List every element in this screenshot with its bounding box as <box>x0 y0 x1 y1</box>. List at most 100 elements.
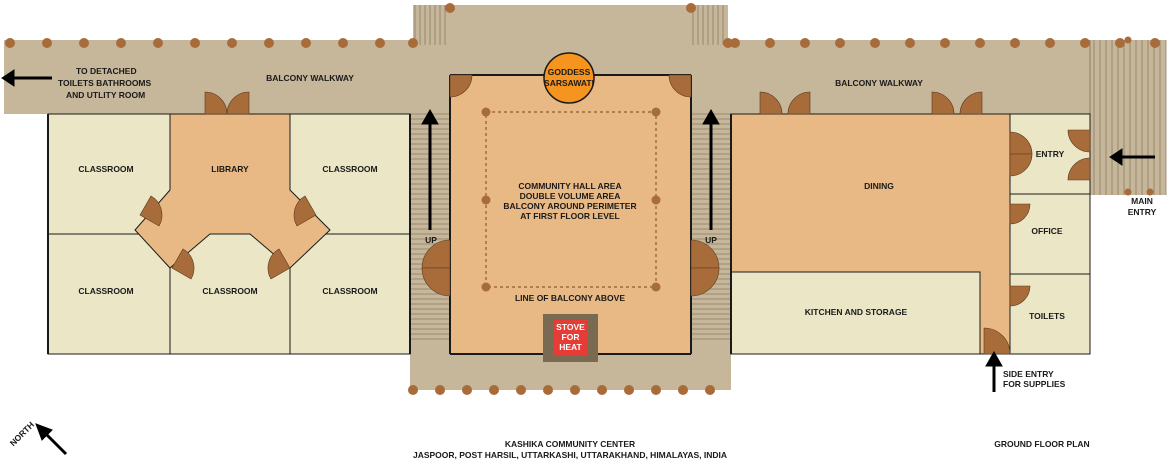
balcony-posts <box>481 107 661 292</box>
balcony-walkway-left: BALCONY WALKWAY <box>266 73 354 83</box>
balcony-post <box>651 195 661 205</box>
column <box>5 38 15 48</box>
balcony-post <box>481 195 491 205</box>
rooms <box>47 75 1091 355</box>
stove-label-3: HEAT <box>559 342 582 352</box>
stove <box>553 320 588 356</box>
dining-label: DINING <box>864 181 894 191</box>
column <box>624 385 634 395</box>
plan-title: GROUND FLOOR PLAN <box>994 439 1089 449</box>
column <box>800 38 810 48</box>
column <box>570 385 580 395</box>
column <box>686 3 696 13</box>
kitchen-room <box>730 271 981 355</box>
door-swing <box>449 74 473 98</box>
column <box>1045 38 1055 48</box>
balcony-walkway-right: BALCONY WALKWAY <box>835 78 923 88</box>
doors <box>139 74 1091 355</box>
column <box>435 385 445 395</box>
balcony-post <box>651 107 661 117</box>
door-swing <box>293 195 317 227</box>
column <box>1124 188 1132 196</box>
up-label-left: UP <box>425 235 437 245</box>
classroom-5 <box>289 233 411 355</box>
door-swing <box>226 91 250 115</box>
line-of-balcony-label: LINE OF BALCONY ABOVE <box>515 293 625 303</box>
columns <box>5 3 1160 395</box>
column <box>870 38 880 48</box>
arrows <box>1 69 1155 456</box>
community-hall <box>450 75 691 353</box>
column <box>730 38 740 48</box>
hall-label-2: DOUBLE VOLUME AREA <box>520 191 621 201</box>
door-swing <box>421 267 451 297</box>
classroom-label-1: CLASSROOM <box>78 164 133 174</box>
goddess-label-1: GODDESS <box>548 67 591 77</box>
classroom-4 <box>169 233 291 355</box>
door-swing <box>267 248 291 280</box>
column <box>445 3 455 13</box>
column <box>765 38 775 48</box>
column <box>116 38 126 48</box>
stove-label-2: FOR <box>562 332 580 342</box>
column <box>835 38 845 48</box>
toilets-label: TOILETS <box>1029 311 1065 321</box>
column <box>1080 38 1090 48</box>
column <box>1150 38 1160 48</box>
column <box>705 385 715 395</box>
column <box>1115 38 1125 48</box>
door-swing <box>421 239 451 269</box>
detached-label-2: TOILETS BATHROOMS <box>58 78 152 88</box>
door-swing <box>983 327 1011 355</box>
column <box>338 38 348 48</box>
side-entry-label-1: SIDE ENTRY <box>1003 369 1054 379</box>
door-swing <box>959 91 983 115</box>
column <box>723 38 733 48</box>
door-swing <box>1009 203 1031 225</box>
detached-label-1: TO DETACHED <box>76 66 137 76</box>
hall-label-1: COMMUNITY HALL AREA <box>518 181 621 191</box>
door-swing <box>1009 153 1033 177</box>
entry-label: ENTRY <box>1036 149 1065 159</box>
balcony-post <box>651 282 661 292</box>
column <box>264 38 274 48</box>
column <box>408 38 418 48</box>
classroom-3 <box>47 233 171 355</box>
goddess-sarsawati-shrine <box>543 52 595 104</box>
column <box>42 38 52 48</box>
library-label: LIBRARY <box>211 164 249 174</box>
detached-label-3: AND UTLITY ROOM <box>66 90 145 100</box>
column <box>408 385 418 395</box>
door-swing <box>1009 285 1031 307</box>
column <box>1146 188 1154 196</box>
north-label: NORTH <box>8 420 36 448</box>
side-entry-label-2: FOR SUPPLIES <box>1003 379 1066 389</box>
balcony-post <box>481 107 491 117</box>
balcony-post <box>481 282 491 292</box>
main-entry-label-2: ENTRY <box>1128 207 1157 217</box>
door-swing <box>931 91 955 115</box>
hall-label-4: AT FIRST FLOOR LEVEL <box>520 211 619 221</box>
main-entry-label-1: MAIN <box>1131 196 1153 206</box>
door-swing <box>139 195 163 227</box>
hall-label-3: BALCONY AROUND PERIMETER <box>503 201 636 211</box>
office-label: OFFICE <box>1031 226 1062 236</box>
kitchen-label: KITCHEN AND STORAGE <box>805 307 908 317</box>
door-swing <box>759 91 783 115</box>
door-swing <box>1009 131 1033 155</box>
column <box>153 38 163 48</box>
column <box>489 385 499 395</box>
balcony-areas <box>4 5 1166 390</box>
column <box>940 38 950 48</box>
column <box>301 38 311 48</box>
stove-label-1: STOVE <box>556 322 585 332</box>
classroom-label-3: CLASSROOM <box>78 286 133 296</box>
door-swing <box>1067 157 1091 181</box>
classroom-label-2: CLASSROOM <box>322 164 377 174</box>
classroom-label-4: CLASSROOM <box>202 286 257 296</box>
door-swing <box>1067 129 1091 153</box>
column <box>79 38 89 48</box>
door-swing <box>787 91 811 115</box>
column <box>975 38 985 48</box>
